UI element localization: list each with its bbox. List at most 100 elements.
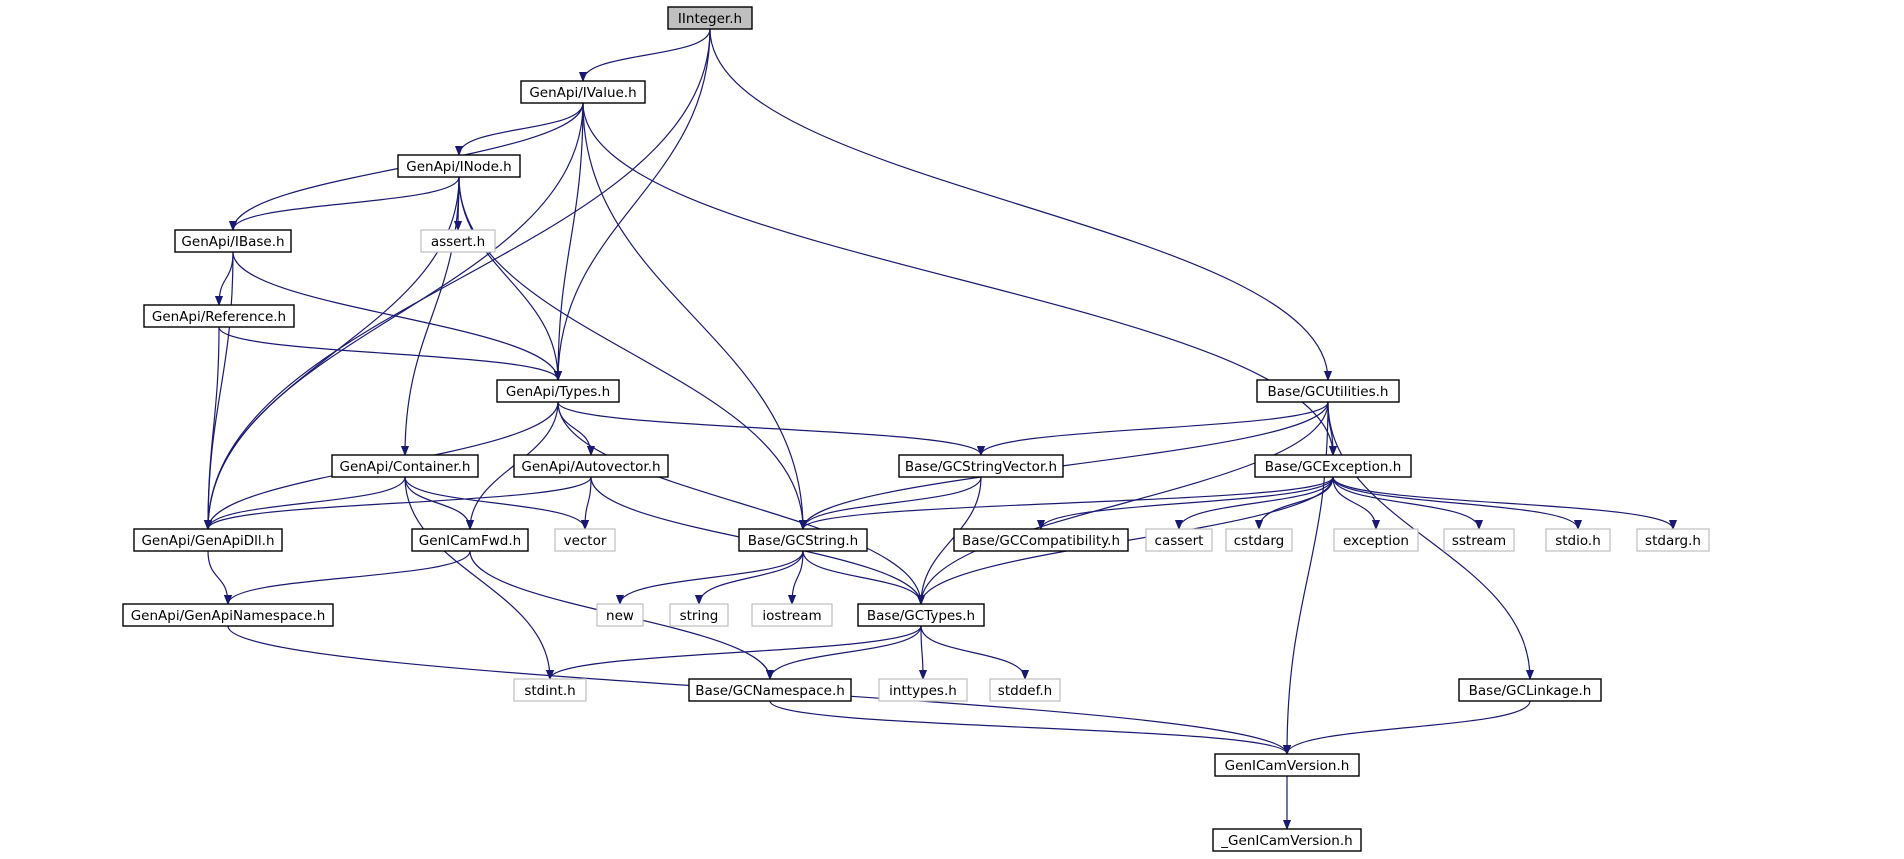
node-label: IInteger.h [678,11,742,27]
node-base-gccompatibility-h[interactable]: Base/GCCompatibility.h [953,528,1129,552]
node-base-gcnamespace-h[interactable]: Base/GCNamespace.h [688,678,852,702]
node-label: GenApi/GenApiDll.h [141,533,274,549]
node-base-gcstringvector-h[interactable]: Base/GCStringVector.h [898,454,1064,478]
edge-base-gclinkage-h-to-genicamversion-h [1287,700,1531,755]
node-cassert: cassert [1145,528,1213,552]
node-box [143,304,295,328]
node-box [669,603,729,627]
edge-genapi-ivalue-h-to-base-gcexception-h [582,102,1333,455]
node-label: GenApi/IValue.h [529,85,636,101]
node-label: cassert [1155,533,1204,549]
node-label: cstdarg [1234,533,1284,549]
node-label: stddef.h [998,683,1052,699]
node-box [1256,379,1400,403]
node-box [688,678,852,702]
node-sstream: sstream [1443,528,1515,552]
node-label: Base/GCCompatibility.h [962,533,1120,549]
edge-base-gcexception-h-to-stdio-h [1332,476,1578,530]
node-genapi-reference-h[interactable]: GenApi/Reference.h [143,304,295,328]
node-genapi-genapinamespace-h[interactable]: GenApi/GenApiNamespace.h [122,603,334,627]
node-genicamfwd-h[interactable]: GenICamFwd.h [411,528,529,552]
edge-genapi-reference-h-to-genapi-types-h [218,326,558,381]
node-vector: vector [554,528,616,552]
edge-genapi-ibase-h-to-genapi-reference-h [219,251,234,305]
node-box [1458,678,1602,702]
node-box [513,678,587,702]
node-label: GenApi/INode.h [406,159,512,175]
node-box [751,603,833,627]
node-box [1443,528,1515,552]
node-label: Base/GCNamespace.h [695,683,845,699]
node-label: exception [1343,533,1409,549]
node-genicamversion-h[interactable]: _GenICamVersion.h [1212,828,1362,852]
node-box [878,678,968,702]
node-box [1145,528,1213,552]
node-box [331,454,479,478]
node-label: stdarg.h [1645,533,1701,549]
node-label: stdio.h [1555,533,1601,549]
node-genapi-inode-h[interactable]: GenApi/INode.h [397,154,521,178]
edge-base-gctypes-h-to-stdint-h [550,625,922,680]
node-box [1225,528,1293,552]
node-box [738,528,868,552]
edge-genapi-inode-h-to-genapi-ibase-h [233,176,460,231]
node-genapi-autovector-h[interactable]: GenApi/Autovector.h [513,454,669,478]
edge-base-gcstringvector-h-to-base-gctypes-h [921,476,982,604]
node-label: GenApi/Reference.h [152,309,286,325]
edge-base-gcexception-h-to-base-gccompatibility-h [1041,476,1334,530]
node-box [667,6,753,30]
edge-genapi-genapidll-h-to-genapi-genapinamespace-h [207,550,228,604]
node-genapi-container-h[interactable]: GenApi/Container.h [331,454,479,478]
node-box [397,154,521,178]
node-label: iostream [762,608,821,624]
node-exception: exception [1333,528,1419,552]
node-stddef-h: stddef.h [989,678,1061,702]
node-genapi-ibase-h[interactable]: GenApi/IBase.h [174,229,292,253]
edge-base-gcnamespace-h-to-genicamversion-h [769,700,1287,755]
node-box [1545,528,1611,552]
edge-genapi-ivalue-h-to-genapi-types-h [558,102,584,380]
node-box [122,603,334,627]
node-label: GenApi/Types.h [506,384,610,400]
edge-base-gcstring-h-to-new [620,550,804,605]
node-iinteger-h[interactable]: IInteger.h [667,6,753,30]
edge-base-gcutilities-h-to-base-gcstring-h [803,401,1329,529]
node-label: GenApi/GenApiNamespace.h [131,608,326,624]
node-label: GenICamFwd.h [419,533,521,549]
edge-base-gcexception-h-to-cassert [1179,476,1334,530]
node-base-gctypes-h[interactable]: Base/GCTypes.h [857,603,985,627]
node-label: _GenICamVersion.h [1220,833,1352,849]
node-inttypes-h: inttypes.h [878,678,968,702]
node-box [133,528,283,552]
node-genapi-ivalue-h[interactable]: GenApi/IValue.h [520,80,646,104]
edge-genapi-types-h-to-base-gctypes-h [557,401,921,604]
edge-genapi-container-h-to-vector [404,476,585,530]
edge-base-gcstringvector-h-to-base-gcstring-h [803,476,982,530]
edge-base-gctypes-h-to-stddef-h [920,625,1025,680]
node-base-gcstring-h[interactable]: Base/GCString.h [738,528,868,552]
node-genicamversion-h[interactable]: GenICamVersion.h [1214,753,1360,777]
node-label: Base/GCException.h [1265,459,1402,475]
node-box [857,603,985,627]
nodes-layer: IInteger.hGenApi/IValue.hGenApi/INode.hG… [122,6,1710,852]
node-genapi-types-h[interactable]: GenApi/Types.h [496,379,620,403]
node-genapi-genapidll-h[interactable]: GenApi/GenApiDll.h [133,528,283,552]
node-cstdarg: cstdarg [1225,528,1293,552]
node-iostream: iostream [751,603,833,627]
node-box [411,528,529,552]
node-box [1212,828,1362,852]
edge-genapi-ivalue-h-to-base-gcstring-h [582,102,803,529]
node-base-gcutilities-h[interactable]: Base/GCUtilities.h [1256,379,1400,403]
edge-genapi-container-h-to-stdint-h [404,476,550,679]
node-label: GenApi/IBase.h [181,234,284,250]
node-base-gcexception-h[interactable]: Base/GCException.h [1254,454,1412,478]
node-stdio-h: stdio.h [1545,528,1611,552]
node-box [898,454,1064,478]
node-label: assert.h [431,234,485,250]
edge-genapi-inode-h-to-genapi-types-h [458,176,558,380]
node-base-gclinkage-h[interactable]: Base/GCLinkage.h [1458,678,1602,702]
edge-base-gcstring-h-to-base-gctypes-h [802,550,921,605]
node-label: string [680,608,719,624]
edge-genicamfwd-h-to-genapi-genapinamespace-h [228,550,471,605]
